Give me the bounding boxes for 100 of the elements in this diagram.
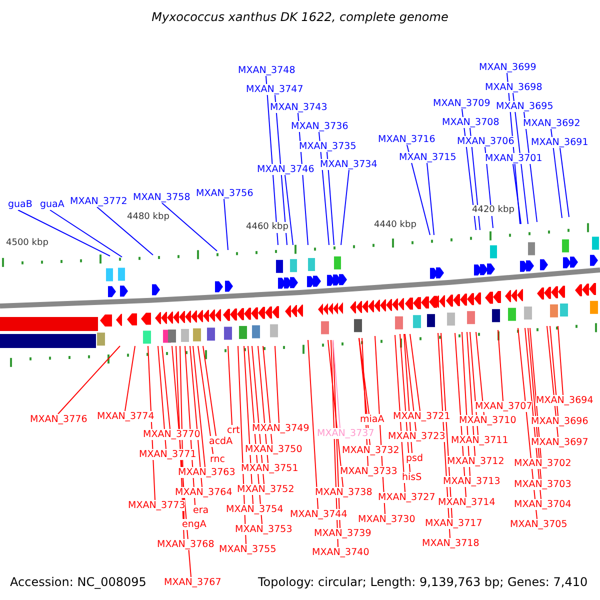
gene-label: MXAN_3698 [485,82,542,93]
gene-label: guaA [40,199,64,210]
leader-line [476,332,484,416]
leader-line [124,346,136,412]
leader-line [274,346,280,424]
leader-line [406,144,430,236]
gene-label: psd [406,453,424,464]
gene-label: MXAN_3723 [388,431,446,442]
gene-label: MXAN_3756 [196,188,254,199]
gene-label: MXAN_3715 [399,152,456,163]
gene-label: MXAN_3709 [433,98,490,109]
leader-line [558,326,564,396]
gene-label: MXAN_3743 [270,102,328,113]
gene-label: acdA [209,436,233,447]
leader-line [202,346,216,436]
leader-line [410,334,420,412]
gene-label: MXAN_3753 [235,524,292,535]
gene-label: MXAN_3712 [447,456,504,467]
leader-line [426,162,434,236]
gene-label: hisS [402,472,422,483]
gene-label: MXAN_3738 [315,487,372,498]
gene-label: MXAN_3764 [175,487,232,498]
gene-label: MXAN_3758 [133,192,190,203]
gene-label: MXAN_3695 [496,101,554,112]
gene-label: MXAN_3736 [291,121,348,132]
gene-label: MXAN_3692 [523,118,580,129]
leader-line [512,164,522,224]
scale-label: 4500 kbp [6,238,48,249]
gene-label: MXAN_3739 [314,528,372,539]
leader-line [228,346,232,426]
leader-line [198,346,214,454]
gene-label: era [193,505,209,516]
gene-label: MXAN_3744 [290,509,348,520]
gene-label: MXAN_3776 [30,414,88,425]
gene-label: MXAN_3746 [257,164,314,175]
leader-line [262,346,272,444]
leader-line [550,128,562,218]
gene-label: MXAN_3714 [438,497,496,508]
leader-line [340,170,350,246]
leader-line [50,210,122,258]
gene-label: engA [182,519,206,530]
gene-label: MXAN_3773 [128,500,186,511]
gene-label: MXAN_3691 [531,137,588,148]
gene-label: MXAN_3755 [219,544,276,555]
gene-label: MXAN_3749 [252,423,310,434]
gene-label: MXAN_3747 [246,84,304,95]
gene-label: MXAN_3708 [442,117,500,128]
leader-line [404,334,416,432]
gene-label: MXAN_3750 [245,444,302,455]
gene-label: MXAN_3713 [443,476,500,487]
gene-label: MXAN_3732 [342,445,400,456]
leader-line [224,198,228,250]
gene-label: MXAN_3763 [178,467,236,478]
gene-label: MXAN_3703 [514,479,572,490]
scale-label: 4420 kbp [472,205,514,216]
gene-label: MXAN_3696 [531,416,588,427]
gene-label: MXAN_3701 [485,153,542,164]
leader-line [284,174,294,246]
gene-label: MXAN_3717 [425,518,482,529]
leader-line [332,340,340,428]
gene-label: MXAN_3772 [70,196,128,207]
scale-label: 4480 kbp [127,212,170,223]
gene-label: MXAN_3718 [422,538,480,549]
gene-label: MXAN_3751 [241,463,298,474]
gene-label: MXAN_3768 [157,539,214,550]
gene-label: MXAN_3694 [536,395,594,406]
scale-label: 4460 kbp [246,222,288,233]
gene-label: guaB [8,199,32,210]
gene-label: MXAN_3704 [514,499,572,510]
gene-label: MXAN_3705 [510,519,568,530]
gene-label: MXAN_3767 [164,577,222,588]
leader-line [498,330,504,402]
gene-label: MXAN_3716 [378,134,436,145]
gene-label: rnc [210,454,225,465]
gene-label: MXAN_3699 [479,62,536,73]
gene-label: MXAN_3737 [317,428,374,439]
leader-line [358,338,370,414]
leader-line [550,326,558,416]
leader-line [308,340,318,510]
gene-label: MXAN_3711 [451,435,508,446]
gene-label: crt [227,425,240,436]
leader-line [18,210,110,256]
gene-label: miaA [360,414,384,425]
gene-label: MXAN_3771 [139,449,196,460]
scale-label: 4440 kbp [374,220,416,231]
gene-label: MXAN_3707 [475,401,532,412]
leader-line [192,346,206,468]
leader-line [162,202,218,252]
gene-label: MXAN_3740 [312,547,370,558]
leader-line [560,148,570,218]
gene-label: MXAN_3702 [514,458,572,469]
gene-label: MXAN_3733 [340,466,398,477]
leader-line [326,152,334,246]
gene-label: MXAN_3752 [237,484,294,495]
gene-label: MXAN_3774 [97,411,154,422]
leader-line [158,346,166,450]
gene-label: MXAN_3748 [238,65,296,76]
gene-label: MXAN_3770 [143,429,200,440]
gene-label: MXAN_3735 [299,141,356,152]
gene-label: MXAN_3710 [459,415,516,426]
